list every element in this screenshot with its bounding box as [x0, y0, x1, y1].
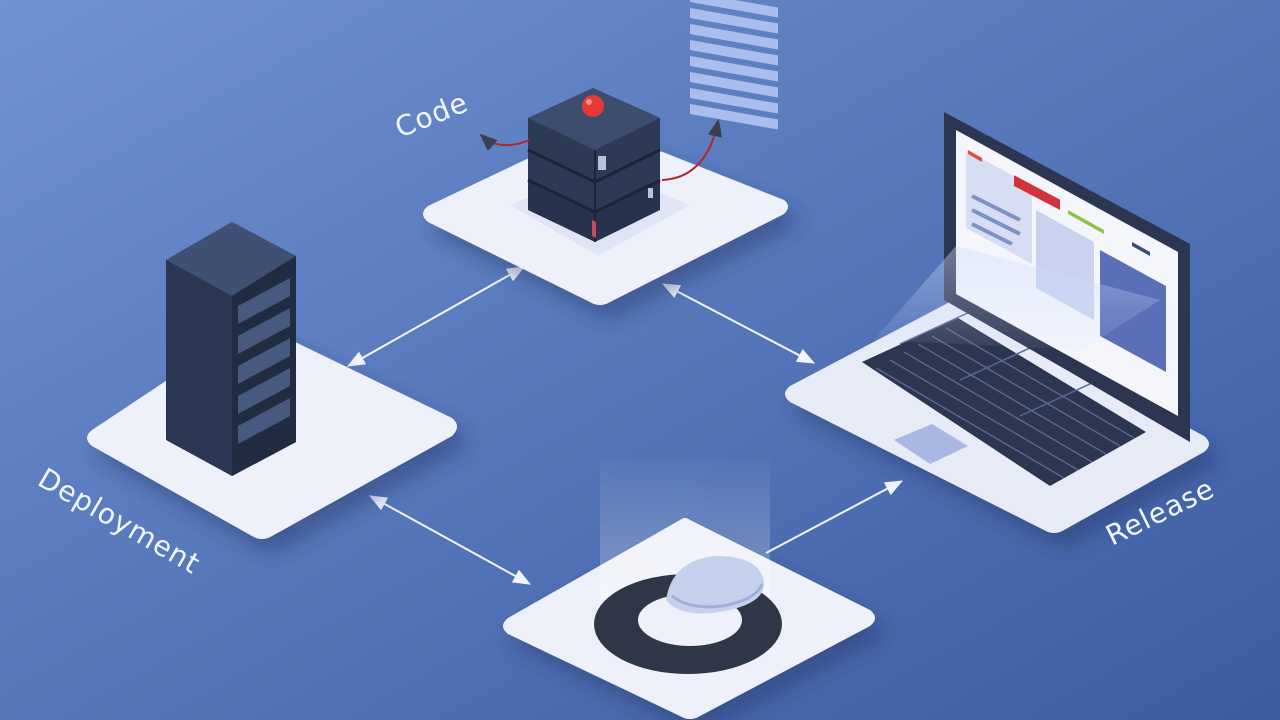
connector-code-release [661, 283, 816, 364]
connector-deployment-center [368, 495, 532, 585]
release-node [785, 112, 1209, 533]
center-node [503, 460, 875, 719]
trackpad [894, 424, 968, 464]
status-light-icon [582, 95, 604, 117]
laptop-icon [862, 112, 1190, 486]
code-right-wire [661, 118, 723, 181]
server-stack-icon [527, 88, 661, 242]
code-left-wire [479, 133, 531, 151]
code-node [423, 88, 788, 305]
deployment-node [87, 222, 457, 539]
document-stack-icon [690, 0, 778, 130]
ring-dial-icon [594, 556, 782, 674]
connector-code-deployment [346, 266, 526, 367]
connector-center-release [765, 480, 904, 554]
server-rack-icon [166, 222, 296, 476]
screen-beam [874, 246, 1160, 350]
